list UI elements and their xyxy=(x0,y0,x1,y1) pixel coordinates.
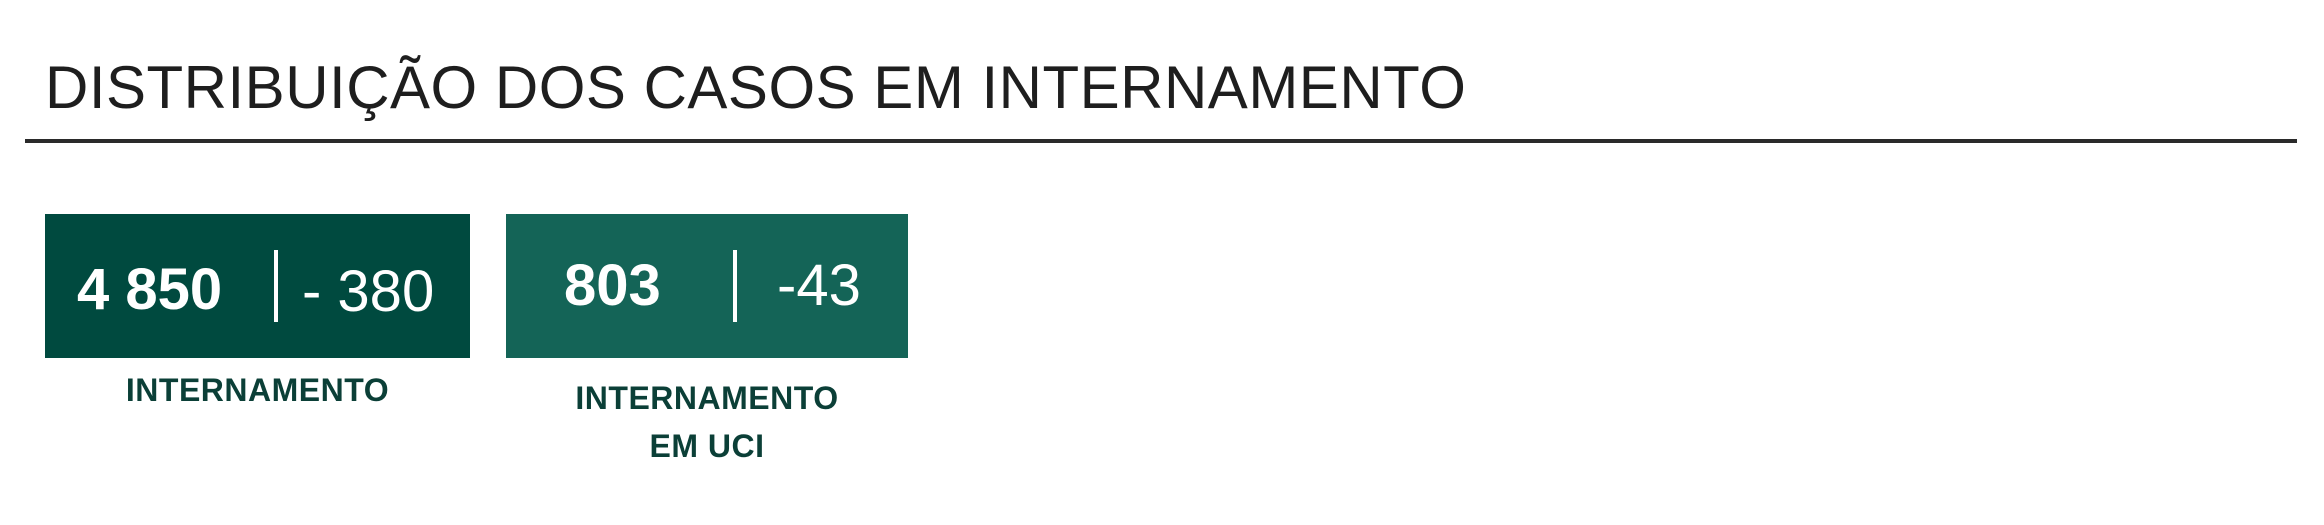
stat-divider xyxy=(733,250,737,322)
internamento-uci-label: INTERNAMENTO EM UCI xyxy=(506,374,908,470)
internamento-uci-label-line-1: INTERNAMENTO xyxy=(575,380,839,416)
stat-divider xyxy=(274,250,278,322)
internamento-change: - 380 xyxy=(302,259,435,324)
internamento-uci-label-line-2: EM UCI xyxy=(649,428,765,464)
internamento-uci-change: -43 xyxy=(777,253,861,318)
internamento-value: 4 850 xyxy=(77,257,223,322)
title-underline-divider xyxy=(25,139,2297,143)
internamento-uci-value: 803 xyxy=(564,253,661,318)
internamento-label: INTERNAMENTO xyxy=(45,366,470,414)
page-title: DISTRIBUIÇÃO DOS CASOS EM INTERNAMENTO xyxy=(45,54,1467,121)
internamento-label-line-1: INTERNAMENTO xyxy=(125,372,390,408)
internamento-stat-card: 4 850 - 380 xyxy=(45,214,470,358)
internamento-uci-stat-card: 803 -43 xyxy=(506,214,908,358)
